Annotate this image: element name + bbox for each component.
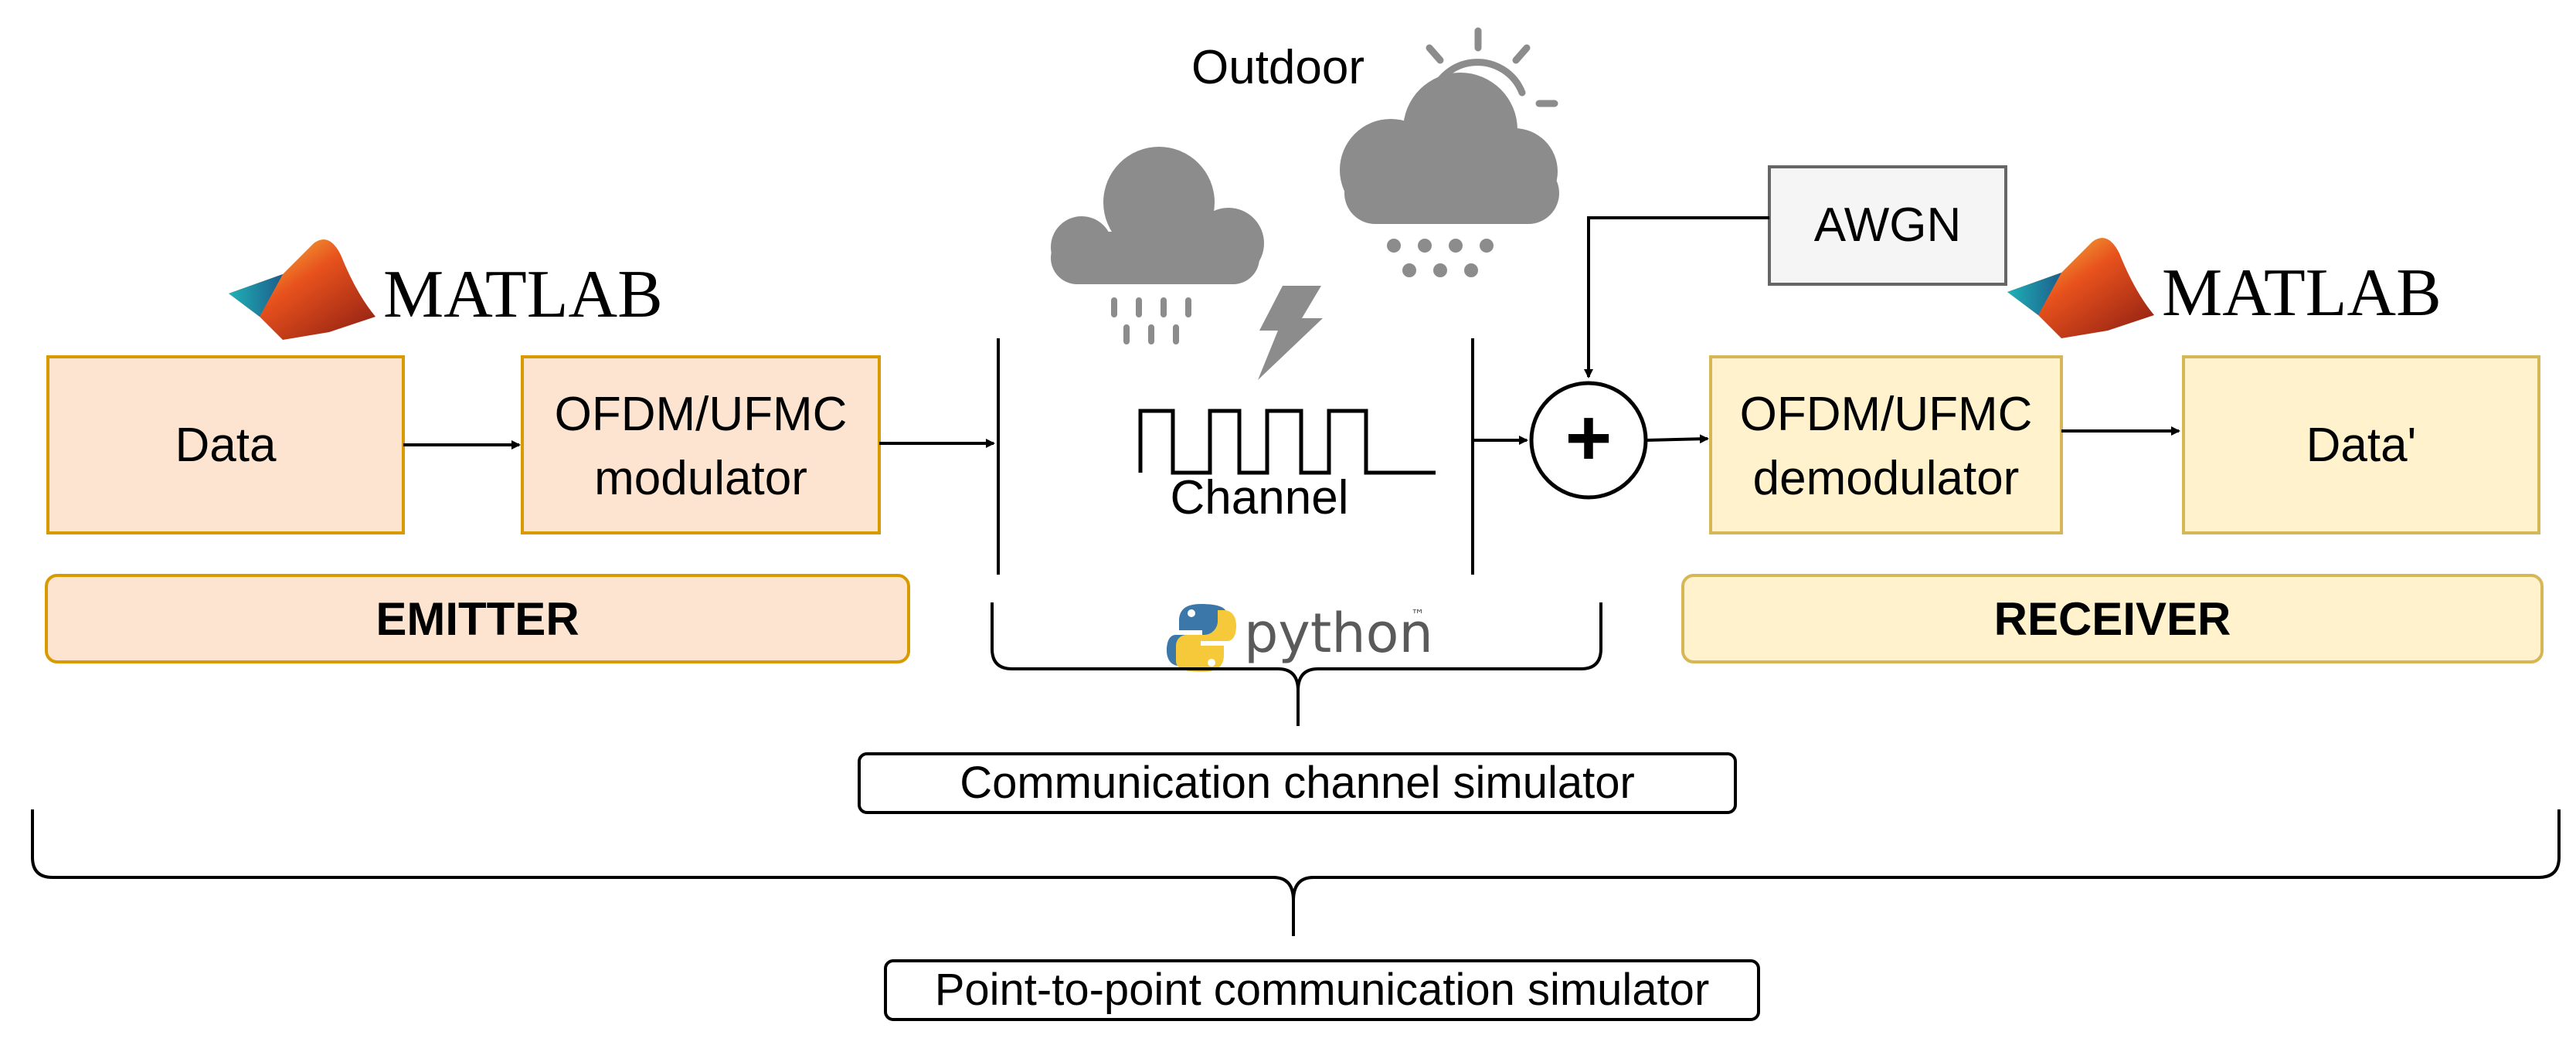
channel-waveform-icon — [1138, 409, 1436, 475]
modulator-label-line2: modulator — [594, 452, 807, 505]
arrow-adder-to-demodulator — [1645, 434, 1709, 444]
outdoor-label: Outdoor — [1191, 41, 1364, 94]
demodulator-box[interactable] — [1709, 355, 2063, 534]
python-label: python — [1244, 602, 1433, 665]
channel-simulator-box[interactable] — [858, 752, 1737, 814]
rain-cloud-icon — [1051, 147, 1264, 344]
emitter-banner[interactable] — [45, 574, 910, 663]
adder-symbol: + — [1565, 393, 1613, 483]
receiver-banner-label: RECEIVER — [1994, 593, 2231, 645]
modulator-box[interactable] — [521, 355, 881, 534]
python-logo: python ™ — [1167, 602, 1433, 672]
python-trademark: ™ — [1411, 607, 1425, 623]
matlab-membrane-icon — [2007, 238, 2154, 338]
system-simulator-brace — [31, 809, 2561, 936]
demodulator-label-line1: OFDM/UFMC — [1740, 388, 2033, 441]
matlab-membrane-icon — [229, 239, 376, 340]
receiver-matlab-logo: MATLAB — [2007, 238, 2442, 338]
receiver-data-label: Data' — [2306, 419, 2417, 472]
emitter-data-box[interactable] — [46, 355, 405, 534]
receiver-matlab-label: MATLAB — [2162, 256, 2442, 331]
receiver-data-box[interactable] — [2182, 355, 2540, 534]
matlab-membrane-shadow-icon — [2007, 273, 2061, 315]
channel-simulator-brace — [991, 602, 1602, 726]
lightning-icon — [1258, 286, 1323, 380]
demodulator-label-line2: demodulator — [1753, 452, 2020, 505]
arrow-awgn-to-adder — [1584, 216, 1769, 378]
python-snake-yellow-icon — [1176, 610, 1236, 672]
modulator-label-line1: OFDM/UFMC — [555, 388, 848, 441]
emitter-banner-label: EMITTER — [376, 593, 579, 645]
system-simulator-label: Point-to-point communication simulator — [935, 965, 1710, 1015]
awgn-label: AWGN — [1814, 198, 1962, 252]
awgn-box[interactable] — [1768, 165, 2007, 286]
matlab-membrane-shadow-icon — [229, 274, 283, 317]
channel-simulator-label: Communication channel simulator — [960, 758, 1635, 808]
emitter-matlab-label: MATLAB — [383, 257, 663, 332]
system-simulator-box[interactable] — [884, 959, 1760, 1021]
sun-snow-cloud-icon — [1340, 27, 1559, 277]
emitter-data-label: Data — [175, 419, 277, 472]
receiver-banner[interactable] — [1681, 574, 2544, 663]
channel-label: Channel — [1171, 471, 1349, 524]
emitter-matlab-logo: MATLAB — [229, 239, 663, 340]
